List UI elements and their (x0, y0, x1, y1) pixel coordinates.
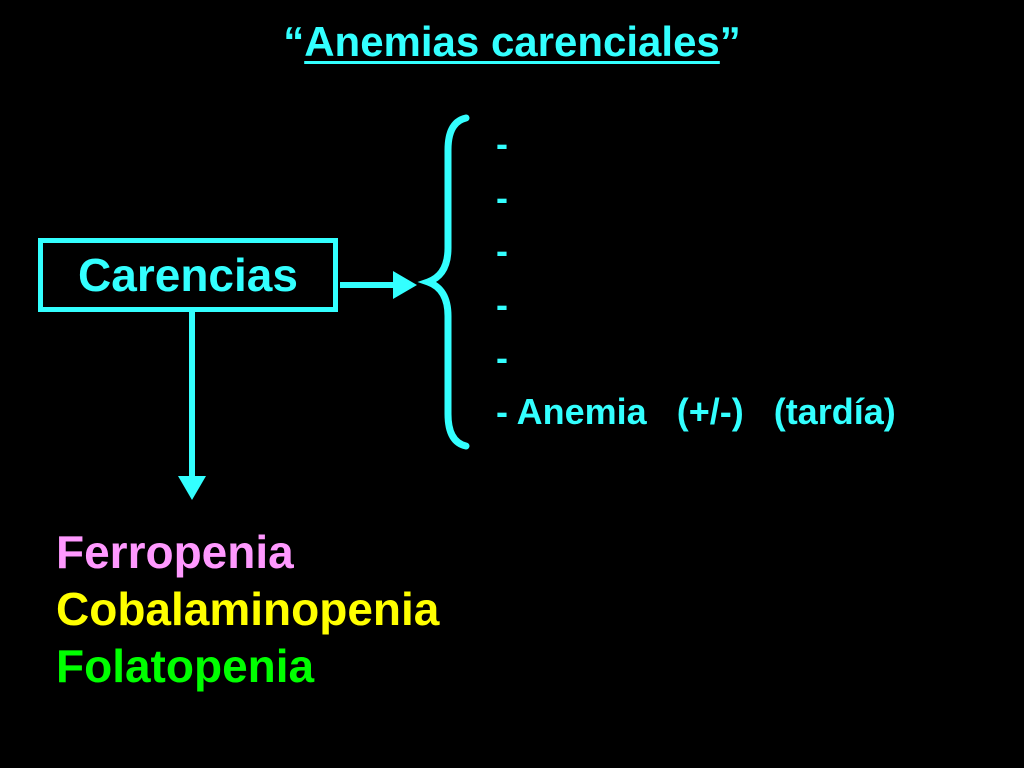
carencias-label: Carencias (78, 249, 298, 301)
title-close-quote: ” (719, 18, 741, 65)
list-item: - (496, 283, 508, 325)
title-text: Anemias carenciales (304, 18, 720, 65)
list-item: - (496, 230, 508, 271)
deficiency-list: Ferropenia Cobalaminopenia Folatopenia (56, 524, 439, 695)
deficiency-ferropenia: Ferropenia (56, 526, 294, 578)
list-item-anemia: - Anemia (+/-) (tardía) (496, 390, 896, 432)
slide-title: “Anemias carenciales” (0, 18, 1024, 66)
symptom-list: - - - - - - Anemia (+/-) (tardía) (496, 122, 896, 443)
left-curly-brace-icon (417, 114, 470, 450)
deficiency-cobalaminopenia: Cobalaminopenia (56, 583, 440, 635)
list-item: - (496, 337, 508, 378)
arrow-down-icon (178, 312, 206, 500)
list-item: - (496, 176, 508, 218)
list-item: - (496, 123, 508, 164)
carencias-box: Carencias (38, 238, 338, 312)
arrow-right-icon (340, 271, 417, 299)
deficiency-folatopenia: Folatopenia (56, 640, 315, 692)
title-open-quote: “ (283, 18, 305, 65)
